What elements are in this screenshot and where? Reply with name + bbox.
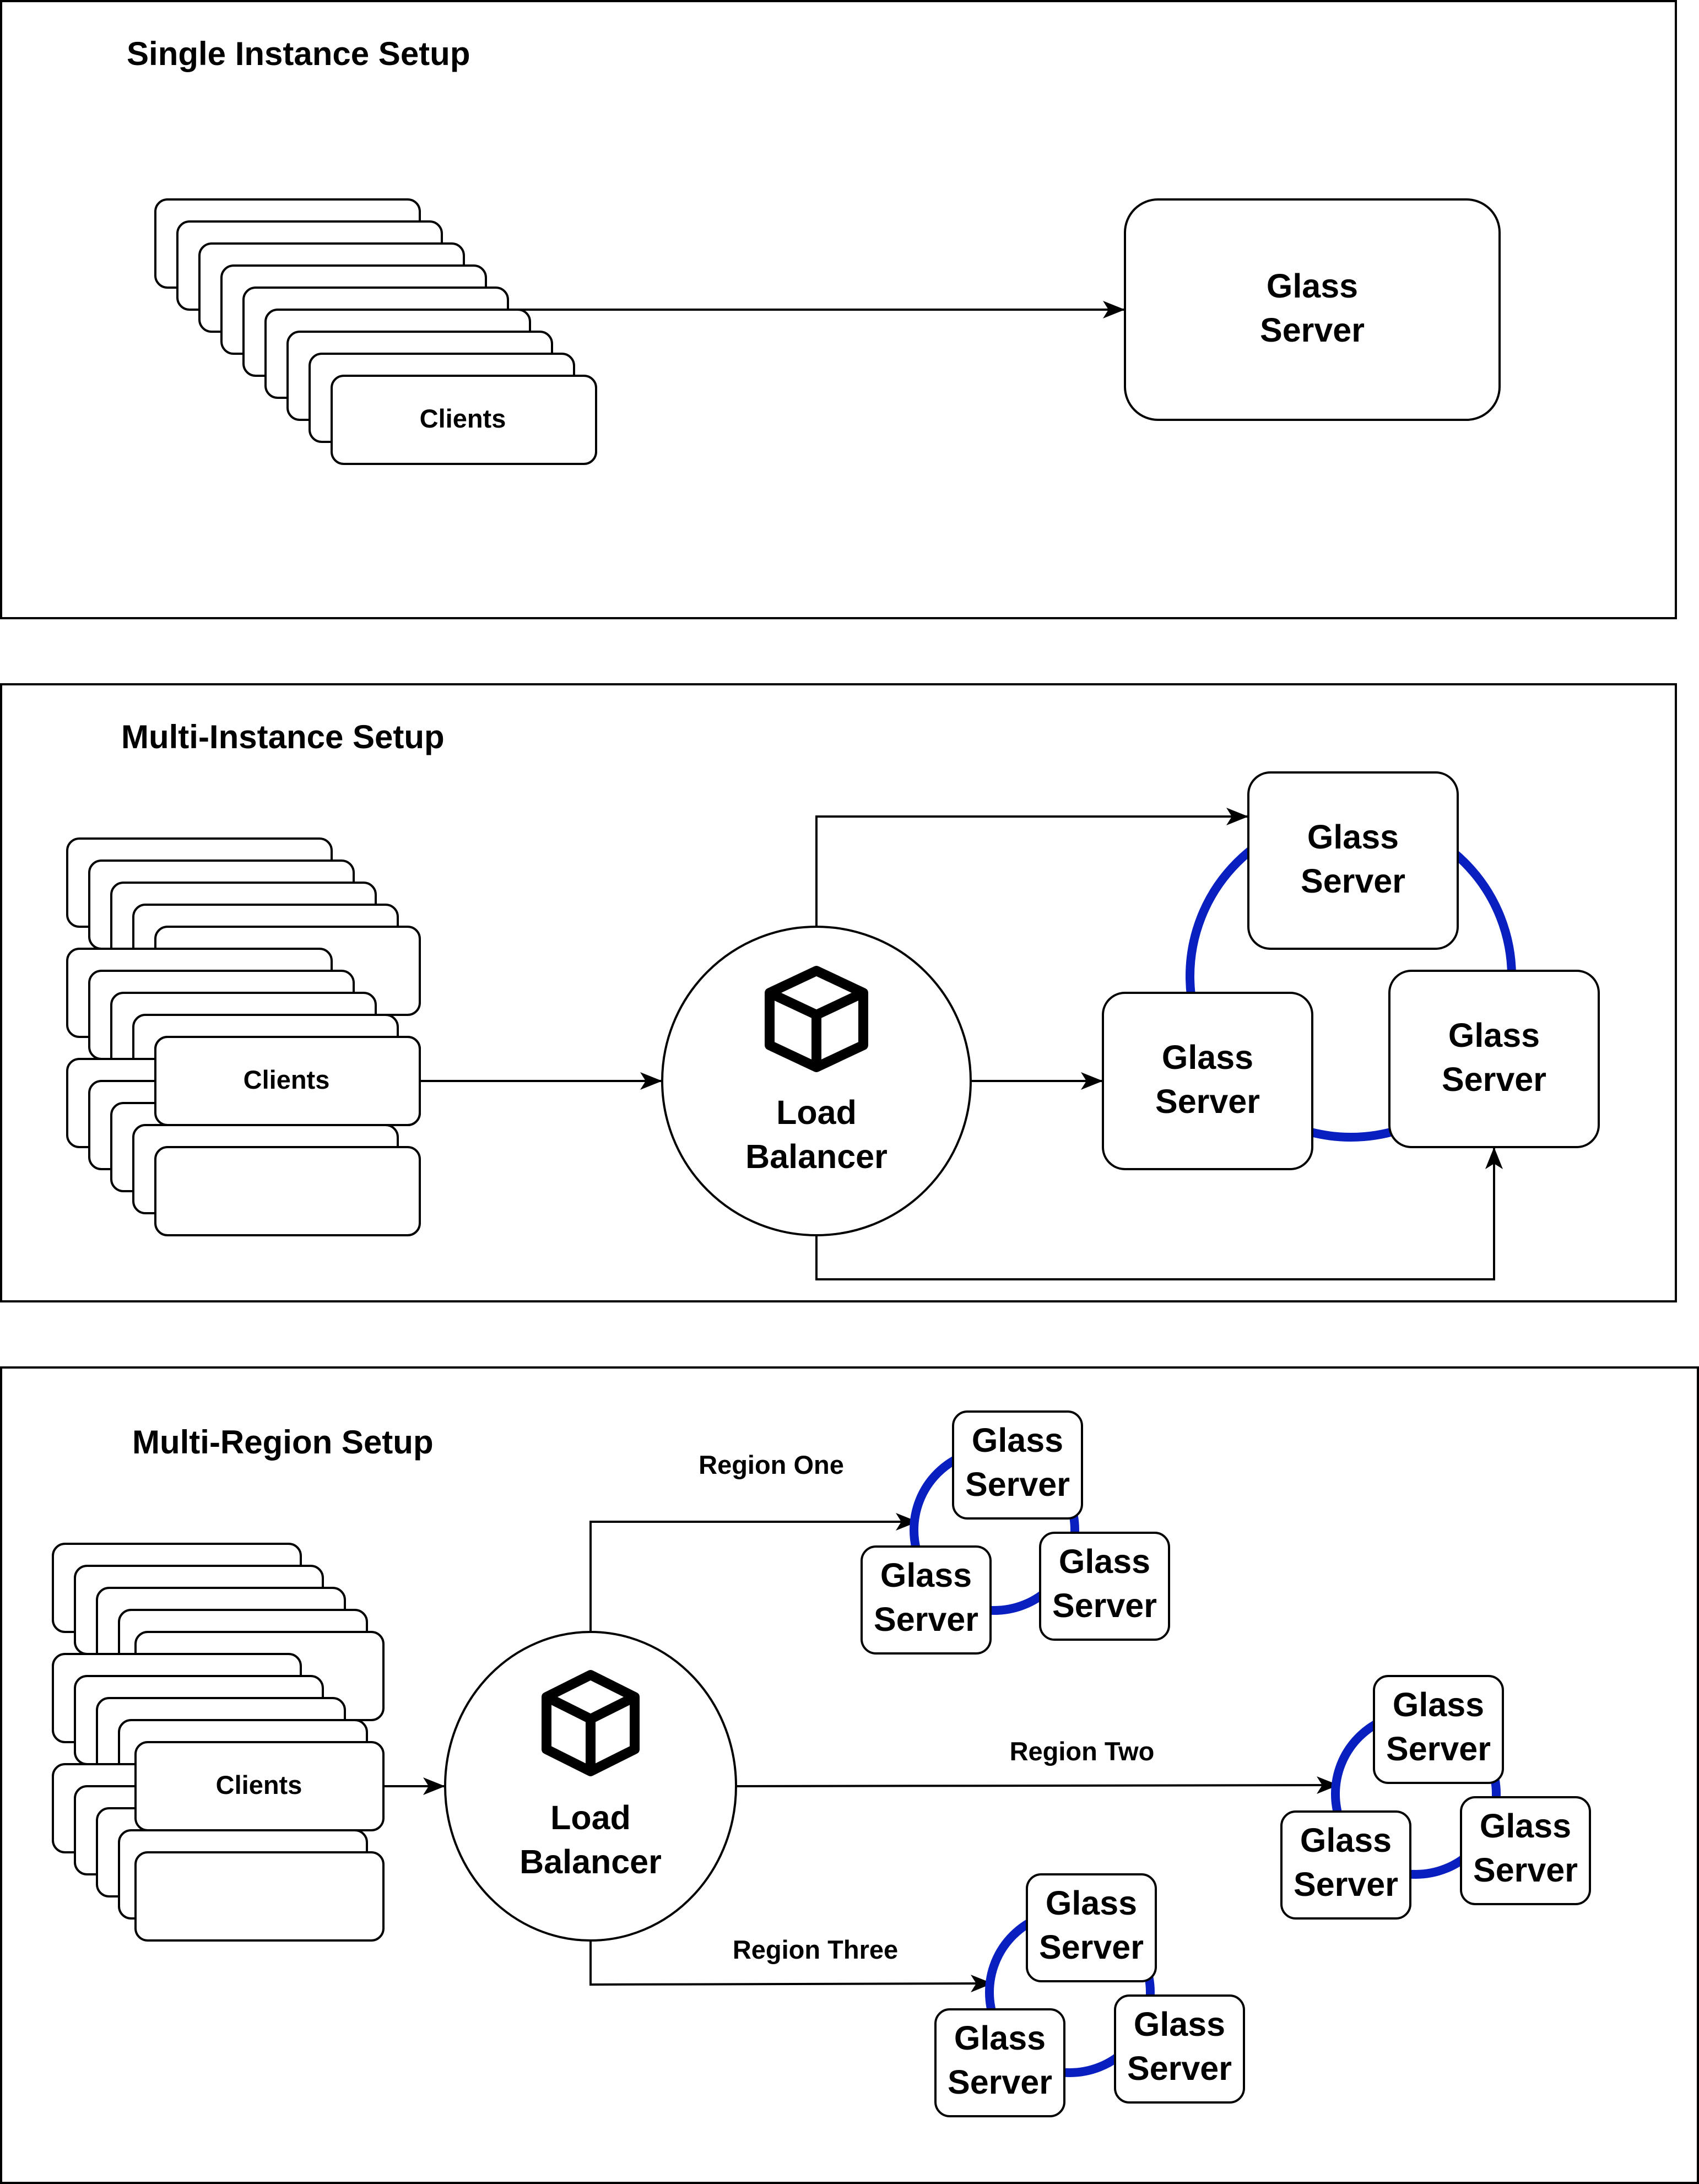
multi-instance-panel: Multi-Instance Setup Clients: [0, 683, 1677, 1302]
region-one-label: Region One: [699, 1450, 844, 1479]
load-balancer-line2: Balancer: [520, 1843, 662, 1880]
glass-server-line1: Glass: [1480, 1807, 1571, 1845]
glass-server-line1: Glass: [1307, 818, 1399, 856]
glass-server-line1: Glass: [1300, 1821, 1392, 1859]
glass-server-line2: Server: [1294, 1866, 1398, 1903]
glass-server: Glass Server: [934, 2008, 1065, 2117]
glass-server: Glass Server: [1026, 1873, 1157, 1982]
load-balancer: Load Balancer: [444, 1631, 737, 1942]
clients-stack: Clients: [154, 198, 597, 465]
glass-server-line2: Server: [1155, 1083, 1260, 1120]
glass-server-box: [1388, 970, 1600, 1148]
glass-server-line1: Glass: [1059, 1543, 1150, 1580]
glass-server-line1: Glass: [1267, 267, 1358, 305]
glass-server-line2: Server: [1039, 1928, 1144, 1966]
client-card: [154, 1146, 421, 1236]
glass-server-box: [1280, 1810, 1411, 1920]
load-balancer-line1: Load: [776, 1094, 857, 1131]
glass-server: Glass Server: [861, 1545, 992, 1655]
glass-server-box: [1102, 992, 1313, 1170]
glass-server-line1: Glass: [1046, 1884, 1137, 1922]
glass-server: Glass Server: [1247, 771, 1459, 950]
glass-server-box: [1247, 771, 1459, 950]
glass-server-box: [1124, 198, 1501, 421]
glass-server: Glass Server: [1280, 1810, 1411, 1920]
glass-server-line2: Server: [1260, 311, 1365, 349]
load-balancer-line2: Balancer: [745, 1138, 888, 1175]
glass-server: Glass Server: [1039, 1532, 1170, 1641]
region-two-arrow: [735, 1776, 1339, 1794]
region-three-arrow: [589, 1940, 993, 1993]
multi-instance-title: Multi-Instance Setup: [121, 718, 445, 755]
glass-server-line1: Glass: [1134, 2005, 1225, 2043]
panel-frame: [0, 683, 1677, 1302]
client-card: [331, 375, 597, 465]
glass-server-box: [861, 1545, 992, 1655]
region-two-label: Region Two: [1010, 1737, 1155, 1766]
clients-stack: Clients: [52, 1543, 385, 1942]
glass-server: Glass Server: [1373, 1675, 1504, 1784]
glass-server-box: [934, 2008, 1065, 2117]
glass-server-box: [1039, 1532, 1170, 1641]
client-card: [134, 1851, 385, 1942]
region-three-label: Region Three: [733, 1935, 898, 1964]
clients-label: Clients: [216, 1770, 302, 1799]
region-one-cluster: Glass Server Glass Server Glass Server: [861, 1410, 1170, 1655]
glass-server-line1: Glass: [1162, 1039, 1253, 1076]
glass-server-line2: Server: [1386, 1730, 1491, 1767]
clients-label: Clients: [244, 1065, 330, 1094]
glass-server-box: [1460, 1796, 1591, 1905]
glass-server-line2: Server: [1442, 1061, 1546, 1098]
glass-server-box: [1373, 1675, 1504, 1784]
single-instance-panel: Single Instance Setup Clients Glass Serv…: [0, 0, 1677, 619]
glass-server-line2: Server: [1052, 1587, 1157, 1624]
glass-server: Glass Server: [1114, 1994, 1245, 2104]
clients-stack: Clients: [66, 837, 421, 1236]
glass-server-line2: Server: [874, 1601, 978, 1638]
glass-server-line2: Server: [1301, 862, 1405, 900]
glass-server-line2: Server: [1127, 2050, 1232, 2087]
glass-server: Glass Server: [1388, 970, 1600, 1148]
glass-server-line1: Glass: [880, 1556, 972, 1594]
lb-to-top-server-arrow: [815, 808, 1248, 927]
single-instance-title: Single Instance Setup: [127, 35, 470, 72]
multi-region-panel: Multi-Region Setup Clients: [0, 1366, 1699, 2184]
region-three-cluster: Glass Server Glass Server Glass Server: [934, 1873, 1245, 2117]
glass-server-line2: Server: [1473, 1851, 1578, 1889]
cube-icon: [765, 966, 868, 1072]
glass-server-box: [1114, 1994, 1245, 2104]
glass-server: Glass Server: [1124, 198, 1501, 421]
glass-server: Glass Server: [1460, 1796, 1591, 1905]
panel-frame: [0, 0, 1677, 619]
load-balancer-line1: Load: [550, 1799, 631, 1836]
glass-server-line1: Glass: [1448, 1017, 1540, 1054]
glass-server: Glass Server: [952, 1410, 1083, 1520]
glass-server-line1: Glass: [1393, 1686, 1484, 1723]
load-balancer: Load Balancer: [661, 926, 972, 1236]
region-one-arrow: [589, 1513, 918, 1632]
glass-server-box: [1026, 1873, 1157, 1982]
panel-frame: [0, 1366, 1699, 2184]
glass-server-line2: Server: [965, 1466, 1070, 1503]
glass-server-line1: Glass: [972, 1421, 1063, 1459]
clients-label: Clients: [420, 404, 506, 433]
lb-to-right-server-arrow: [815, 1147, 1503, 1280]
multi-region-title: Multi-Region Setup: [132, 1424, 434, 1461]
cube-icon: [542, 1670, 640, 1776]
glass-server-box: [952, 1410, 1083, 1520]
glass-server: Glass Server: [1102, 992, 1313, 1170]
region-two-cluster: Glass Server Glass Server Glass Server: [1280, 1675, 1591, 1920]
glass-server-line1: Glass: [954, 2019, 1046, 2057]
glass-server-line2: Server: [948, 2063, 1052, 2101]
